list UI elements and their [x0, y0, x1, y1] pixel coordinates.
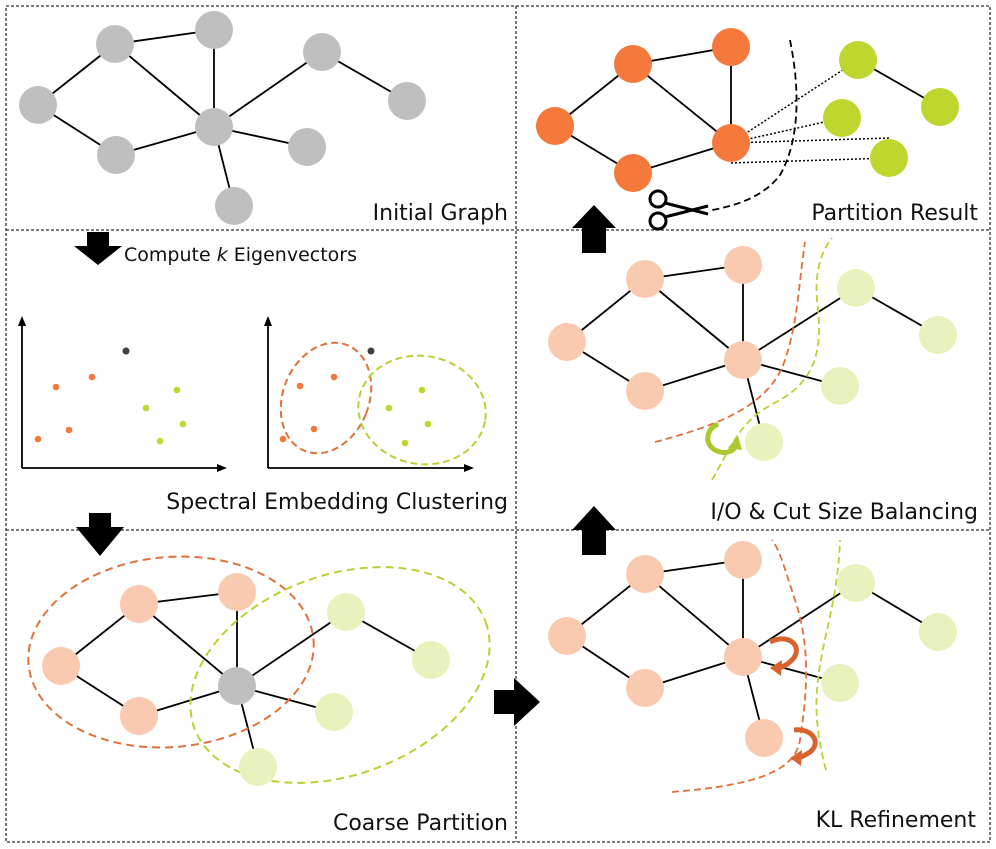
- curved-swap-arrow-icon: [705, 421, 742, 455]
- kl-refinement-label: KL Refinement: [816, 808, 977, 833]
- graph-node: [388, 82, 426, 120]
- initial-graph-panel: Initial Graph: [19, 11, 508, 226]
- graph-node: [195, 11, 233, 49]
- graph-node: [303, 33, 341, 71]
- partition-result-label: Partition Result: [811, 201, 978, 226]
- block-arrow-icon: [74, 232, 122, 265]
- spectral-embedding-panel: Compute k Eigenvectors: [18, 232, 508, 515]
- block-arrow-icon: [572, 506, 616, 555]
- cluster-boundary-orange: [279, 341, 373, 455]
- partition-result-panel: Partition Result: [536, 28, 978, 231]
- block-arrow-icon: [494, 678, 540, 726]
- coarse-cluster-orange: [27, 555, 315, 749]
- kl-cut-line-orange: [671, 539, 808, 793]
- initial-graph-label: Initial Graph: [373, 201, 508, 226]
- graph-node: [96, 25, 134, 63]
- coarse-partition-nodes: [42, 573, 450, 786]
- compute-eigenvectors-label: Compute k Eigenvectors: [124, 244, 357, 266]
- kl-refinement-panel: KL Refinement: [548, 539, 977, 833]
- embedding-plot-right: [264, 316, 487, 472]
- coarse-cluster-green: [189, 566, 491, 784]
- graph-node: [97, 136, 135, 174]
- outer-frame: [5, 5, 991, 843]
- cut-edges: [730, 59, 890, 164]
- coarse-partition-panel: Coarse Partition: [27, 513, 508, 836]
- balance-cut-line-orange: [654, 241, 806, 443]
- result-nodes: [536, 28, 959, 192]
- graph-node: [215, 187, 253, 225]
- kl-cut-line-green: [815, 539, 841, 771]
- initial-graph-nodes: [19, 11, 426, 225]
- graph-node: [195, 108, 233, 146]
- kl-nodes: [548, 541, 957, 757]
- balancing-nodes: [548, 246, 957, 461]
- block-arrow-icon: [76, 513, 124, 556]
- curved-swap-arrow-icon: [768, 636, 799, 676]
- curved-swap-arrow-icon: [790, 727, 818, 766]
- spectral-clustering-label: Spectral Embedding Clustering: [166, 490, 508, 515]
- scissors-icon: [648, 189, 709, 231]
- balancing-panel: I/O & Cut Size Balancing: [548, 237, 978, 525]
- final-cut-line: [711, 39, 798, 211]
- graph-node: [19, 86, 57, 124]
- embedding-plot-left: [18, 316, 227, 472]
- cluster-boundary-green: [357, 354, 487, 466]
- balancing-label: I/O & Cut Size Balancing: [710, 500, 978, 525]
- block-arrow-icon: [572, 205, 616, 253]
- coarse-partition-label: Coarse Partition: [333, 811, 508, 836]
- balance-cut-line-green: [711, 237, 833, 481]
- graph-node: [288, 128, 326, 166]
